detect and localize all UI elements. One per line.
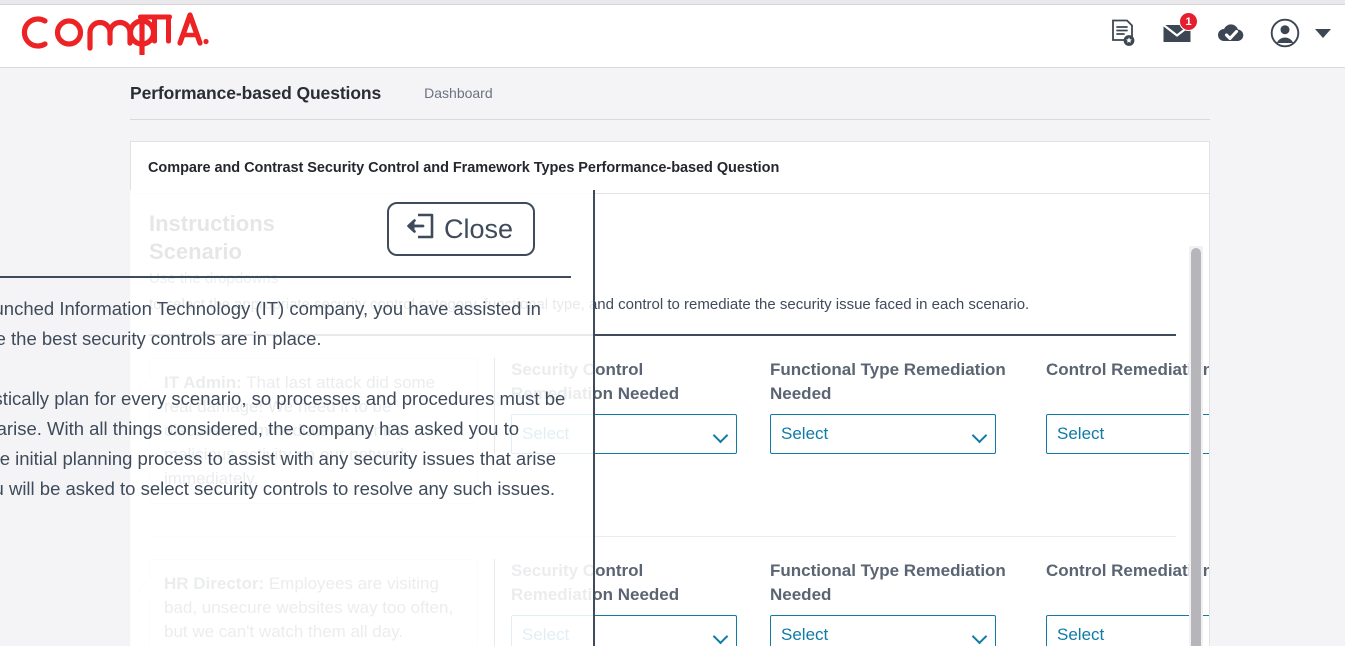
select-control-remediation-2[interactable]: Select (1046, 615, 1209, 646)
page-title: Performance-based Questions (130, 83, 382, 103)
field-column-functional-type: Functional Type Remediation Needed Selec… (770, 559, 1046, 646)
close-button[interactable]: Close (386, 202, 535, 256)
cloud-check-icon[interactable] (1215, 16, 1247, 50)
chevron-down-icon (971, 628, 988, 645)
mail-badge-count: 1 (1179, 12, 1198, 31)
comptia-logo[interactable] (12, 9, 212, 57)
page-heading-row: Performance-based Questions Dashboard (130, 80, 1210, 120)
chevron-down-icon (712, 427, 729, 444)
vertical-scrollbar[interactable] (1189, 246, 1203, 646)
certificate-icon[interactable] (1107, 16, 1139, 50)
overlay-paragraph: As a security consultant for a newly lau… (0, 298, 541, 349)
overlay-header: Instructions Scenario Close (0, 190, 571, 278)
scrollbar-thumb[interactable] (1191, 248, 1201, 646)
field-column-control-remediation: Control Remediation Needed Select (1046, 358, 1209, 454)
chevron-down-icon[interactable] (1315, 28, 1331, 38)
chevron-down-icon (971, 427, 988, 444)
select-value: Select (781, 424, 829, 443)
field-label: Functional Type Remediation Needed (770, 561, 1006, 604)
field-label: Control Remediation Needed (1046, 360, 1209, 379)
select-value: Select (1057, 424, 1105, 443)
card-header: Compare and Contrast Security Control an… (131, 142, 1209, 194)
close-button-label: Close (443, 213, 513, 244)
browser-chrome-strip (0, 0, 1345, 5)
select-functional-type-2[interactable]: Select (770, 615, 996, 646)
header-icon-group: 1 (1107, 12, 1331, 50)
field-column-functional-type: Functional Type Remediation Needed Selec… (770, 358, 1046, 454)
site-header: 1 (0, 5, 1345, 68)
chevron-down-icon (712, 628, 729, 645)
select-control-remediation-1[interactable]: Select (1046, 414, 1209, 454)
overlay-paragraph: However, an organization cannot realisti… (0, 388, 566, 499)
close-panel-icon (405, 212, 435, 247)
select-functional-type-1[interactable]: Select (770, 414, 996, 454)
field-column-control-remediation: Control Remediation Needed Select (1046, 559, 1209, 646)
instructions-overlay-panel: Instructions Scenario Close As a securit… (0, 190, 595, 646)
field-label: Functional Type Remediation Needed (770, 360, 1006, 403)
overlay-body: As a security consultant for a newly lau… (0, 278, 571, 504)
field-label: Control Remediation Needed (1046, 561, 1209, 580)
account-avatar-icon[interactable] (1269, 16, 1301, 50)
select-value: Select (781, 625, 829, 644)
row-divider (149, 536, 1176, 537)
card-title: Compare and Contrast Security Control an… (148, 159, 780, 176)
select-value: Select (1057, 625, 1105, 644)
mail-icon[interactable]: 1 (1161, 12, 1198, 50)
breadcrumb-dashboard-link[interactable]: Dashboard (424, 85, 493, 101)
